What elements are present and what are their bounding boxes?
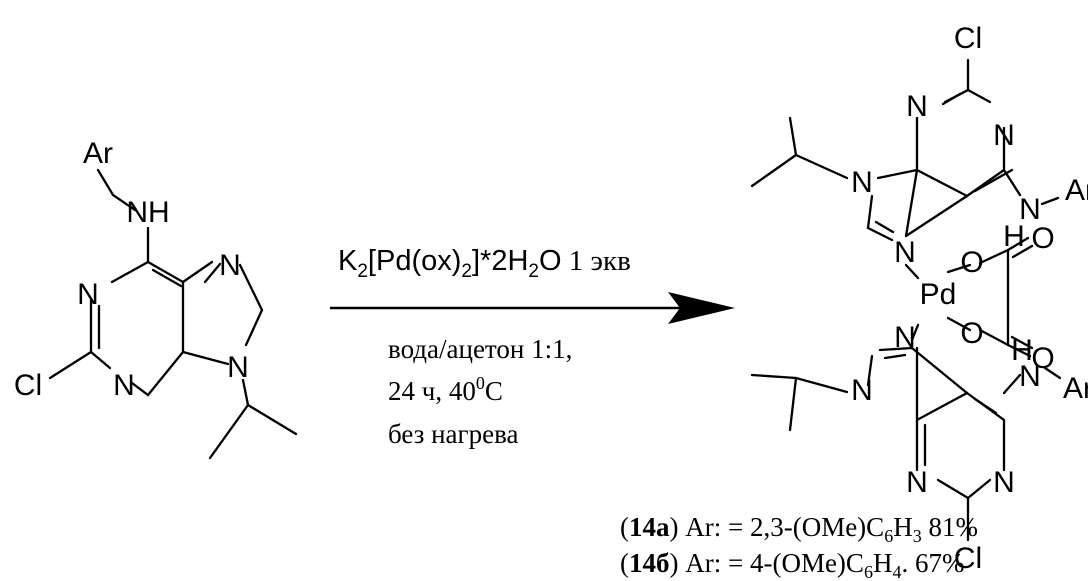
product-chlorine-top: Cl [954, 22, 982, 55]
product-n-bottom-1: N [906, 466, 928, 499]
product-n7-top: N [894, 236, 916, 269]
conditions-time-temp: 24 ч, 400C [388, 373, 503, 406]
product-oxalate-o-4: O [1031, 342, 1054, 375]
n7-label: N [219, 249, 241, 282]
product-legend: (14а) Ar: = 2,3-(OMe)C6H3 81% (14б) Ar: … [620, 512, 978, 581]
n3-label: N [113, 369, 135, 402]
product-palladium: Pd [920, 278, 957, 311]
product-h-bottom: H [1011, 334, 1033, 367]
product-n-top-2: N [993, 119, 1015, 152]
reaction-arrow [330, 292, 735, 324]
conditions-no-heating: без нагрева [388, 419, 518, 449]
product-aryl-bottom: Ar [1063, 372, 1088, 405]
chlorine-label: Cl [14, 369, 42, 402]
product-aryl-top: Ar [1065, 174, 1088, 207]
product-nar-bottom: N [1019, 360, 1041, 393]
product-n-bottom-2: N [993, 466, 1015, 499]
reagent-label: K2[Pd(ox)2]*2H2O 1 экв [338, 245, 631, 282]
product-h-top: H [1003, 220, 1025, 253]
product-bonds [750, 58, 1062, 542]
aryl-label: Ar [83, 137, 113, 170]
product-chlorine-bottom: Cl [954, 542, 982, 575]
product-n7-bottom: N [894, 321, 916, 354]
reactant-structure: Ar NH N N N N Cl [14, 137, 298, 460]
legend-entry-14a: (14а) Ar: = 2,3-(OMe)C6H3 81% [620, 512, 978, 546]
product-structure: Cl N N N N Ar N O O H Pd N O O H N Ar N … [750, 22, 1088, 575]
reactant-bonds [48, 168, 298, 460]
legend-entry-14b: (14б) Ar: = 4-(OMe)C6H4. 67% [620, 548, 964, 581]
product-nar-top: N [1019, 193, 1041, 226]
product-n9-bottom: N [851, 374, 873, 407]
n9-label: N [227, 351, 249, 384]
product-n9-top: N [851, 166, 873, 199]
conditions-solvent: вода/ацетон 1:1, [388, 334, 572, 364]
n1-label: N [77, 278, 99, 311]
product-n-top-1: N [906, 90, 928, 123]
amine-nh-label: NH [126, 196, 169, 229]
product-oxalate-o-2: O [1031, 222, 1054, 255]
product-oxalate-o-3: O [960, 317, 983, 350]
product-oxalate-o-1: O [960, 246, 983, 279]
